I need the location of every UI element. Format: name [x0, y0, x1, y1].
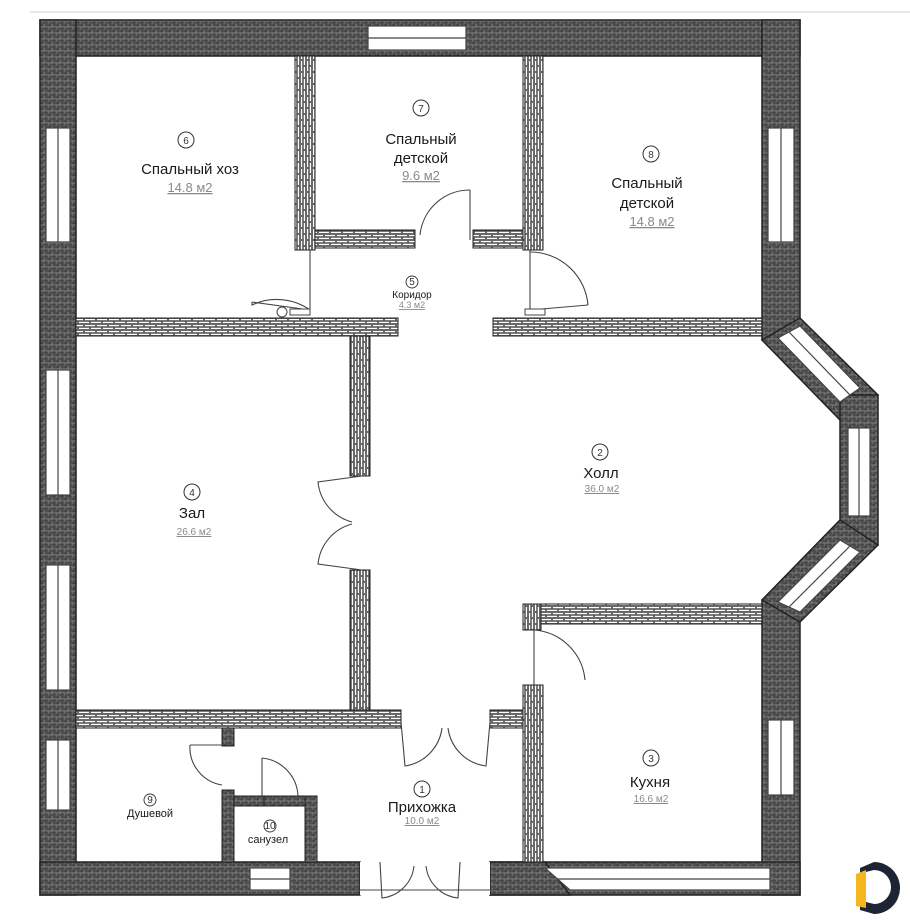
- room-area: 14.8 м2: [167, 180, 212, 195]
- room-name: санузел: [248, 834, 288, 846]
- room-number: 4: [189, 488, 195, 499]
- room-area: 9.6 м2: [402, 168, 440, 183]
- room-area: 36.0 м2: [585, 484, 620, 495]
- room-name-line1: Спальный: [385, 131, 456, 148]
- room-name-line2: детской: [394, 150, 448, 167]
- room-area: 16.6 м2: [634, 794, 669, 805]
- room-4-label: 4 Зал 26.6 м2: [177, 483, 212, 538]
- room-10-label: 10 санузел: [248, 819, 288, 846]
- room-6-label: 6 Спальный хоз 14.8 м2: [141, 131, 239, 195]
- room-number: 6: [183, 136, 189, 147]
- room-area: 14.8 м2: [629, 214, 674, 229]
- brand-logo-icon: [856, 862, 900, 914]
- exterior-walls: [39, 19, 880, 896]
- room-number: 1: [419, 785, 425, 796]
- interior-walls: [75, 55, 763, 863]
- room-area: 10.0 м2: [405, 816, 440, 827]
- room-name: Прихожка: [388, 799, 457, 816]
- room-name-line1: Спальный: [611, 175, 682, 192]
- room-8-label: 8 Спальный детской 14.8 м2: [611, 145, 683, 229]
- room-name: Зал: [179, 505, 205, 522]
- room-3-label: 3 Кухня 16.6 м2: [630, 749, 670, 805]
- windows: [45, 25, 871, 891]
- room-2-label: 2 Холл 36.0 м2: [583, 443, 620, 495]
- room-name: Коридор: [392, 290, 432, 301]
- room-number: 3: [648, 754, 654, 765]
- room-number: 8: [648, 150, 654, 161]
- room-number: 7: [418, 104, 424, 115]
- room-area: 4.3 м2: [399, 300, 425, 310]
- room-7-label: 7 Спальный детской 9.6 м2: [385, 99, 457, 183]
- room-name: Спальный хоз: [141, 161, 239, 178]
- room-name: Душевой: [127, 808, 173, 820]
- room-number: 2: [597, 448, 603, 459]
- room-name: Холл: [583, 465, 618, 482]
- room-9-label: 9 Душевой: [127, 793, 173, 820]
- room-1-label: 1 Прихожка 10.0 м2: [388, 780, 457, 827]
- room-name: Кухня: [630, 774, 670, 791]
- room-5-label: 5 Коридор 4.3 м2: [392, 275, 432, 310]
- room-number: 9: [147, 795, 153, 806]
- room-number: 5: [409, 277, 415, 288]
- room-number: 10: [264, 821, 276, 832]
- doors: [189, 189, 589, 899]
- room-area: 26.6 м2: [177, 527, 212, 538]
- room-name-line2: детской: [620, 195, 674, 212]
